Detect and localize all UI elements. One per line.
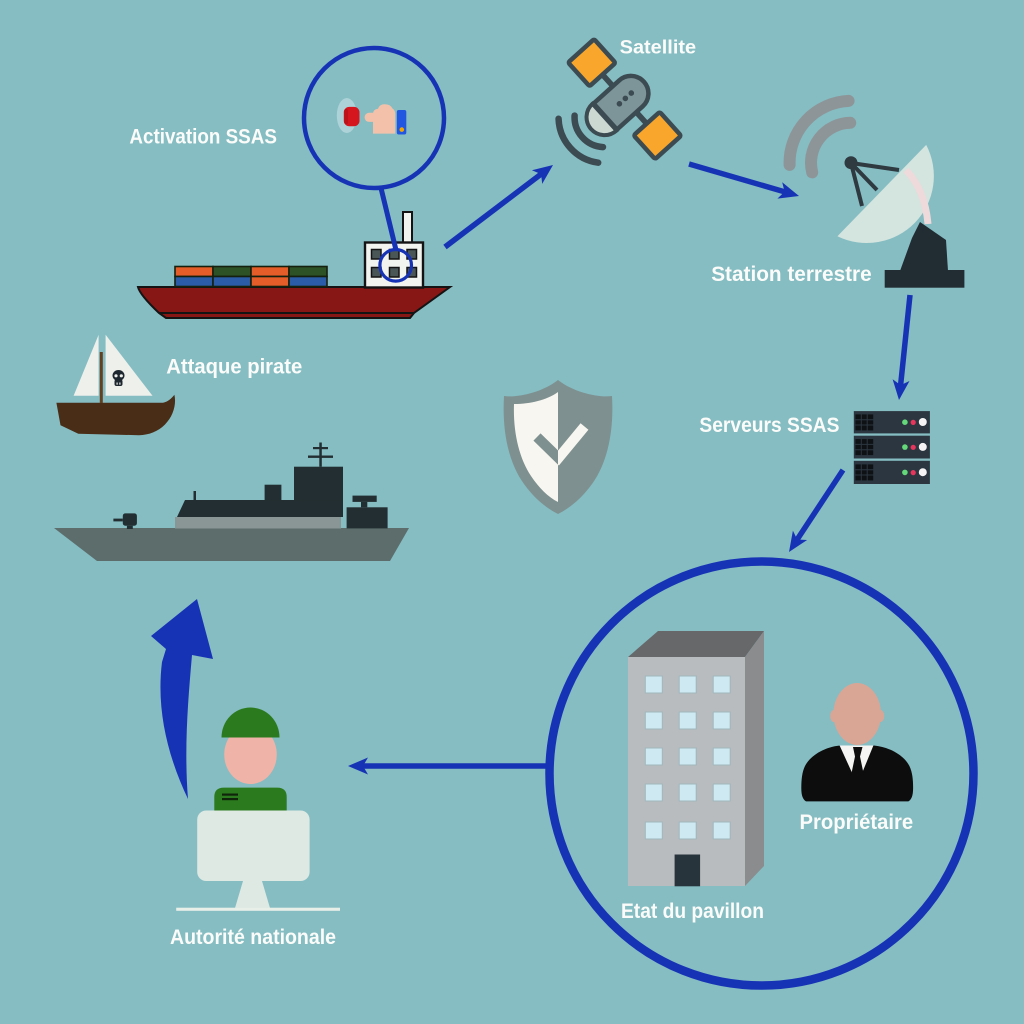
svg-text:Activation SSAS: Activation SSAS: [129, 126, 277, 149]
svg-text:Propriétaire: Propriétaire: [800, 811, 914, 834]
svg-text:Autorité nationale: Autorité nationale: [170, 926, 336, 949]
svg-text:Serveurs SSAS: Serveurs SSAS: [699, 414, 839, 437]
svg-text:Station terrestre: Station terrestre: [711, 263, 872, 286]
svg-text:Satellite: Satellite: [620, 37, 697, 59]
svg-text:Etat du pavillon: Etat du pavillon: [621, 899, 764, 923]
svg-text:Attaque pirate: Attaque pirate: [166, 356, 302, 379]
